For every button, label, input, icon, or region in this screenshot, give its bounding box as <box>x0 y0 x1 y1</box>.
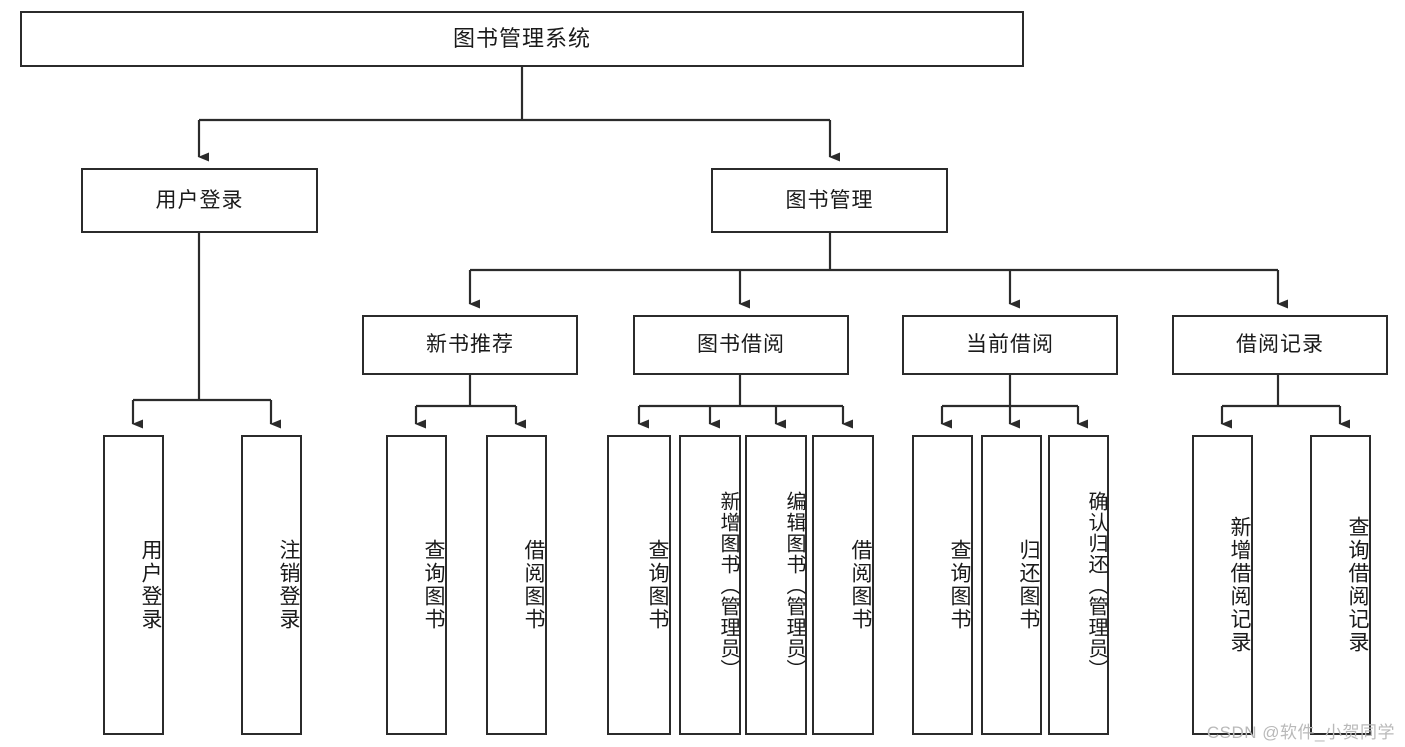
leaf-confirm-return-admin[interactable]: 确认归还（管理员） <box>1048 435 1109 735</box>
leaf-borrow-book[interactable]: 借阅图书 <box>812 435 874 735</box>
leaf-query-borrow-record[interactable]: 查询借阅记录 <box>1310 435 1371 735</box>
csdn-watermark: CSDN @软件_小贺同学 <box>1206 723 1395 742</box>
leaf-label: 查询图书 <box>646 539 669 631</box>
node-new-book-recommend[interactable]: 新书推荐 <box>362 315 578 375</box>
leaf-label: 查询借阅记录 <box>1346 516 1369 654</box>
leaf-user-login[interactable]: 用户登录 <box>103 435 164 735</box>
leaf-edit-book-admin[interactable]: 编辑图书（管理员） <box>745 435 807 735</box>
node-book-borrow[interactable]: 图书借阅 <box>633 315 849 375</box>
leaf-label: 注销登录 <box>277 539 300 631</box>
node-book-management[interactable]: 图书管理 <box>711 168 948 233</box>
leaf-label: 查询图书 <box>422 539 445 631</box>
leaf-label: 借阅图书 <box>849 539 872 631</box>
leaf-borrow-book-recommend[interactable]: 借阅图书 <box>486 435 547 735</box>
leaf-add-borrow-record[interactable]: 新增借阅记录 <box>1192 435 1253 735</box>
leaf-label: 编辑图书（管理员） <box>783 490 805 680</box>
leaf-return-book[interactable]: 归还图书 <box>981 435 1042 735</box>
leaf-add-book-admin[interactable]: 新增图书（管理员） <box>679 435 741 735</box>
node-current-borrow[interactable]: 当前借阅 <box>902 315 1118 375</box>
node-user-login[interactable]: 用户登录 <box>81 168 318 233</box>
leaf-logout[interactable]: 注销登录 <box>241 435 302 735</box>
leaf-query-book-borrow[interactable]: 查询图书 <box>607 435 671 735</box>
leaf-label: 查询图书 <box>948 539 971 631</box>
node-root-system[interactable]: 图书管理系统 <box>20 11 1024 67</box>
leaf-label: 新增图书（管理员） <box>717 490 739 680</box>
leaf-query-book-current[interactable]: 查询图书 <box>912 435 973 735</box>
leaf-label: 用户登录 <box>139 539 162 631</box>
leaf-label: 借阅图书 <box>522 539 545 631</box>
leaf-label: 确认归还（管理员） <box>1085 490 1107 680</box>
node-borrow-record[interactable]: 借阅记录 <box>1172 315 1388 375</box>
leaf-query-book-recommend[interactable]: 查询图书 <box>386 435 447 735</box>
leaf-label: 新增借阅记录 <box>1228 516 1251 654</box>
leaf-label: 归还图书 <box>1017 539 1040 631</box>
